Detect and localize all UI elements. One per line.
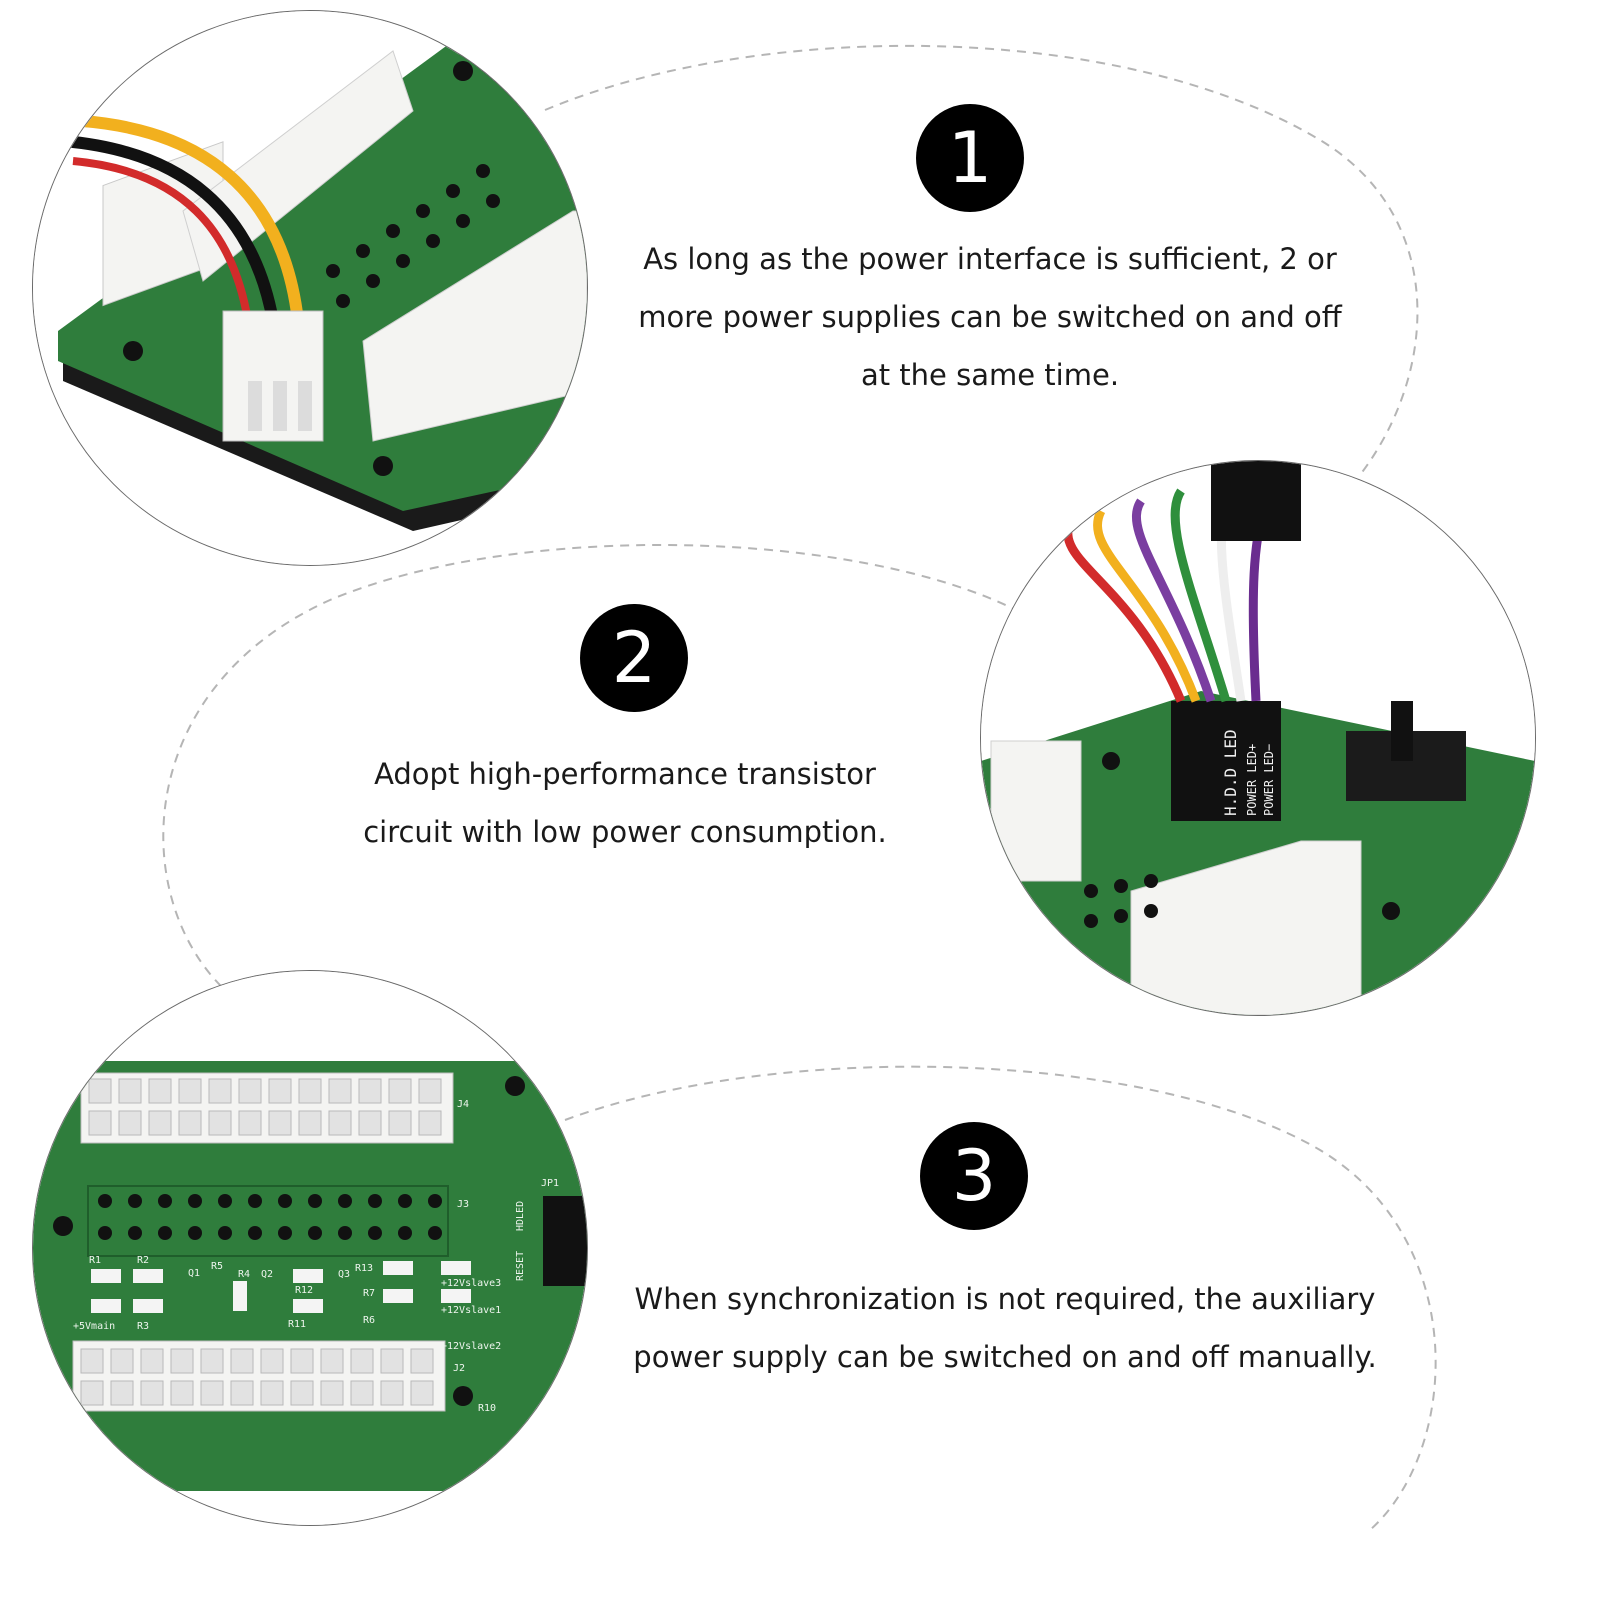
board-illustration-1 [33, 11, 587, 565]
label-12vslave3: +12Vslave3 [441, 1278, 501, 1289]
board-illustration-2: H.D.D LED POWER LED+ POWER LED− [981, 461, 1535, 1015]
label-j3: J3 [457, 1199, 469, 1210]
label-r4: R4 [238, 1269, 250, 1280]
label-r13: R13 [355, 1263, 373, 1274]
feature-number-badge-2: 2 [580, 604, 688, 712]
label-5vmain: +5Vmain [73, 1321, 115, 1332]
label-q1: Q1 [188, 1268, 200, 1279]
label-12vslave1: +12Vslave1 [441, 1305, 501, 1316]
label-hdled: HDLED [515, 1201, 526, 1231]
power-led-plus-label: POWER LED+ [1245, 744, 1259, 816]
label-q2: Q2 [261, 1269, 273, 1280]
label-r5: R5 [211, 1261, 223, 1272]
feature-number-badge-1: 1 [916, 104, 1024, 212]
label-reset: RESET [515, 1251, 526, 1281]
power-led-minus-label: POWER LED− [1262, 744, 1276, 816]
label-r2: R2 [137, 1255, 149, 1266]
feature-description-1: As long as the power interface is suffic… [638, 242, 1342, 392]
label-r6: R6 [363, 1315, 375, 1326]
board-photo-middle: H.D.D LED POWER LED+ POWER LED− [980, 460, 1536, 1016]
label-j2: J2 [453, 1363, 465, 1374]
feature-number-badge-3: 3 [920, 1122, 1028, 1230]
label-r11: R11 [288, 1319, 306, 1330]
label-r3: R3 [137, 1321, 149, 1332]
label-q3: Q3 [338, 1269, 350, 1280]
label-r1: R1 [89, 1255, 101, 1266]
label-r10: R10 [478, 1403, 496, 1414]
board-photo-top [32, 10, 588, 566]
label-jp1: JP1 [541, 1178, 559, 1189]
label-r12: R12 [295, 1285, 313, 1296]
board-illustration-3: J4 J3 J2 JP1 R1 R2 R3 R4 R5 R6 R7 R10 R1… [33, 971, 587, 1525]
feature-description-3: When synchronization is not required, th… [633, 1282, 1377, 1374]
board-photo-bottom: J4 J3 J2 JP1 R1 R2 R3 R4 R5 R6 R7 R10 R1… [32, 970, 588, 1526]
label-r7: R7 [363, 1288, 375, 1299]
feature-description-2: Adopt high-performance transistor circui… [363, 757, 887, 849]
hdd-led-label: H.D.D LED [1221, 729, 1240, 816]
label-12vslave2: +12Vslave2 [441, 1341, 501, 1352]
label-j4: J4 [457, 1099, 469, 1110]
